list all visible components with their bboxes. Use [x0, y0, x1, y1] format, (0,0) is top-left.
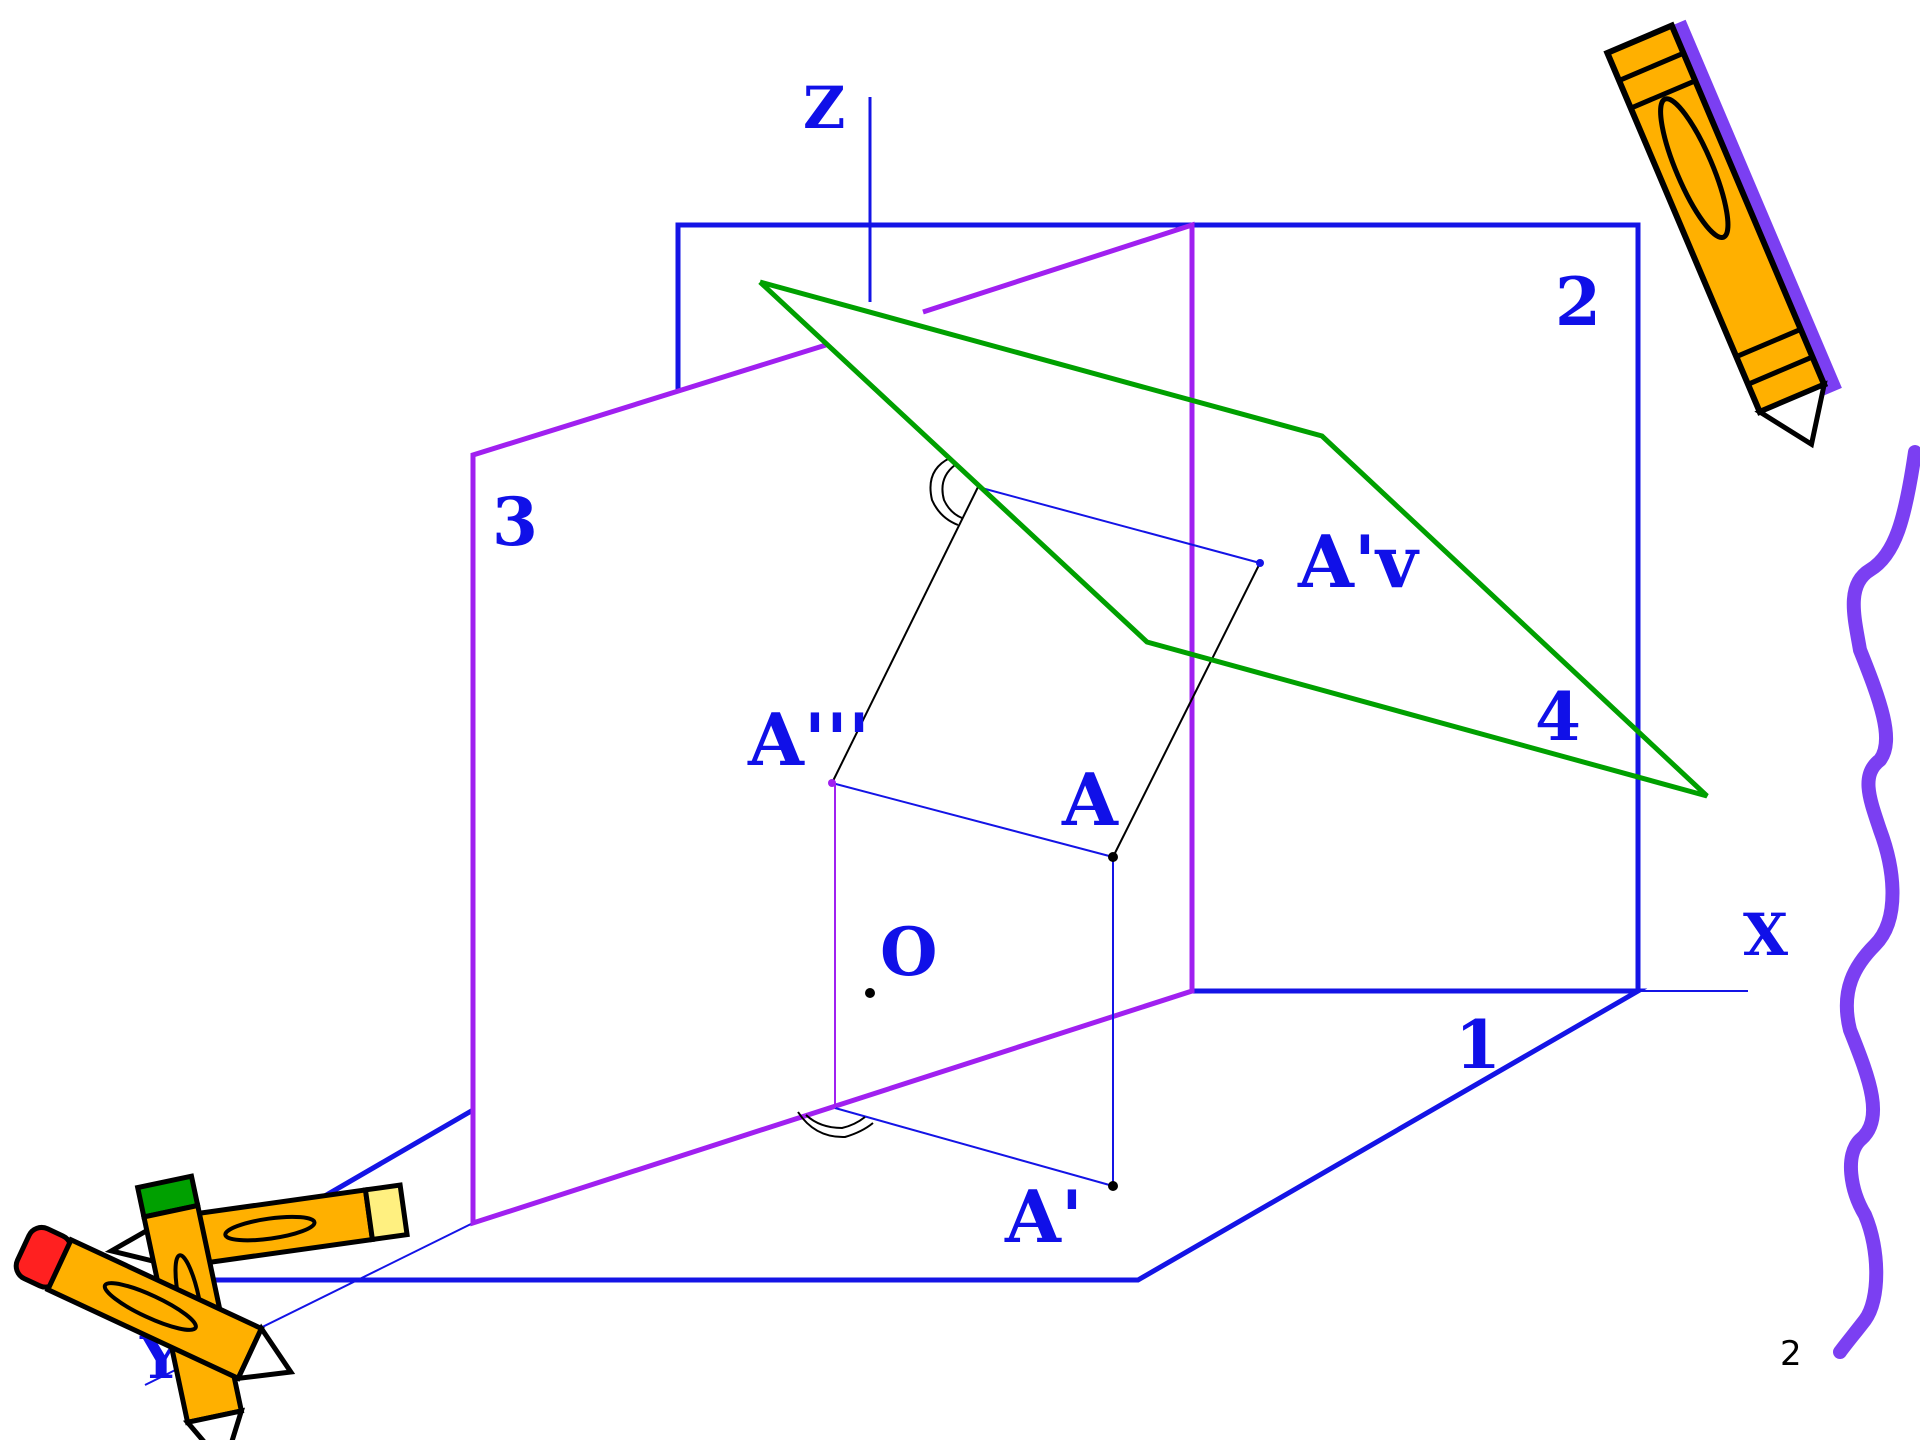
z-axis-label: Z: [803, 74, 845, 142]
point-a-label: A: [1061, 757, 1119, 842]
plane-3-outline: [470, 221, 1195, 1227]
point-a: [1108, 852, 1118, 862]
plane-2-outline: [675, 222, 1641, 991]
construction-lines: [797, 457, 1261, 1187]
plane-1-outline: [180, 988, 1648, 1283]
plane-1-label: 1: [1455, 1006, 1501, 1084]
point-a3: [828, 779, 836, 787]
pencil-icon: [1603, 19, 1842, 449]
point-markers: [828, 559, 1264, 1191]
wavy-line-decoration: [1833, 445, 1920, 1359]
point-a4: [1256, 559, 1264, 567]
plane-4-label: 4: [1535, 678, 1581, 756]
plane-2-label: 2: [1555, 263, 1601, 341]
pencil-icon: [13, 1224, 296, 1382]
plane-3-label: 3: [492, 483, 538, 561]
x-axis-label: X: [1743, 901, 1788, 969]
point-a3-label: A''': [747, 697, 870, 782]
origin-label: O: [880, 913, 938, 991]
point-a1-label: A': [1004, 1174, 1083, 1259]
point-a4-label: A'v: [1297, 519, 1420, 604]
plane-4-outline: [758, 279, 1709, 799]
page-number: 2: [1780, 1334, 1802, 1374]
point-origin: [865, 988, 875, 998]
point-a1: [1108, 1181, 1118, 1191]
